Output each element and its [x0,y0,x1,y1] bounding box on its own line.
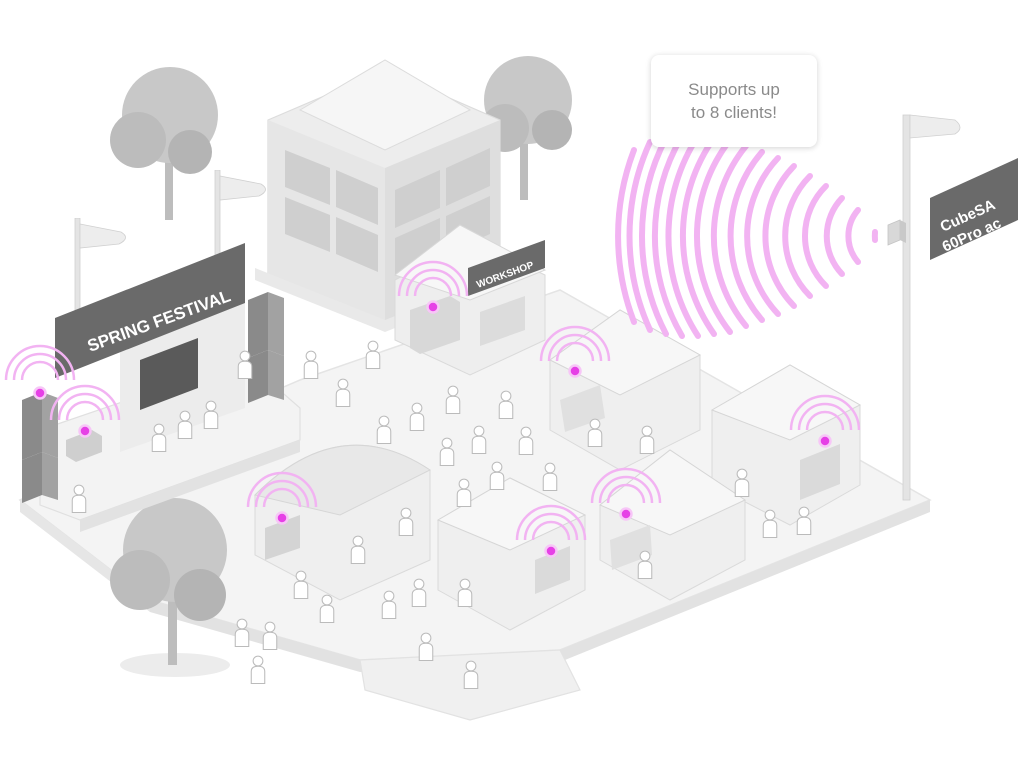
person-icon [293,570,309,600]
person-icon [456,478,472,508]
person-icon [381,590,397,620]
client-node-arch-tent [246,471,318,525]
person-icon [376,415,392,445]
person-icon [203,400,219,430]
tree-icon [110,67,218,220]
speaker-icon [22,392,58,503]
person-icon [234,618,250,648]
person-icon [398,507,414,537]
wifi-signal-icon [539,325,611,362]
callout-line-1: Supports up [688,80,780,99]
stage: SPRING FESTIVAL [39,243,301,532]
person-icon [177,410,193,440]
person-icon [350,535,366,565]
wifi-signal-icon [789,394,861,431]
client-node-tent-3 [515,504,587,558]
client-node-tent-4 [590,467,662,521]
signal-dot [544,544,558,558]
person-icon [796,506,812,536]
person-icon [411,578,427,608]
person-icon [542,462,558,492]
screen-icon [140,338,198,410]
flag-icon [902,114,961,501]
person-icon [734,468,750,498]
person-icon [637,550,653,580]
person-icon [463,660,479,690]
speaker-icon [248,292,284,403]
client-node-tent-1 [539,325,611,378]
person-icon [365,340,381,370]
person-icon [639,425,655,455]
person-icon [457,578,473,608]
stage-banner [55,243,245,378]
wifi-signal-icon [49,384,121,421]
person-icon [439,437,455,467]
person-icon [71,484,87,514]
wifi-signal-icon [515,504,587,541]
wifi-signal-icon [397,260,469,297]
workshop-booth: WORKSHOP [393,224,547,376]
callout-line-2: to 8 clients! [691,103,777,122]
signal-dot [568,364,582,378]
person-icon [335,378,351,408]
client-node-stage-left [4,344,76,400]
signal-dot [78,424,92,438]
person-icon [489,461,505,491]
tent-icon [436,477,587,631]
client-node-tent-2 [789,394,861,448]
signal-dot [275,511,289,525]
signal-dot [619,507,633,521]
person-icon [303,350,319,380]
tent-icon [549,309,702,471]
person-icon [319,594,335,624]
person-icon [518,426,534,456]
person-icon [409,402,425,432]
person-icon [762,509,778,539]
person-icon [445,385,461,415]
signal-dot [33,386,47,400]
access-point-icon [887,219,906,246]
person-icon [587,418,603,448]
person-icon [418,632,434,662]
wifi-signal-icon [246,471,318,508]
signal-dot [818,434,832,448]
wifi-signal-icon [615,133,878,339]
client-node-workshop [397,260,469,314]
signal-dot [426,300,440,314]
tree-icon [110,498,230,677]
client-node-stage-right [49,384,121,462]
person-icon [151,423,167,453]
person-icon [262,621,278,651]
person-icon [237,350,253,380]
person-icon [471,425,487,455]
person-icon [498,390,514,420]
wifi-signal-icon [4,344,76,381]
client-capacity-callout: Supports up to 8 clients! [651,55,817,147]
wifi-signal-icon [590,467,662,504]
person-icon [250,655,266,685]
device-sign: CubeSA 60Pro ac [930,158,1018,260]
